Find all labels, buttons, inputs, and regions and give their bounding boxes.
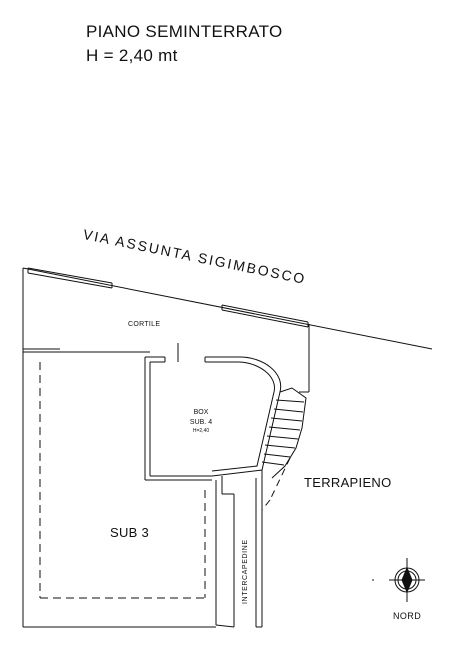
box-title-label: BOX <box>193 409 209 416</box>
stairs <box>261 387 307 479</box>
box-sub-label: SUB. 4 <box>189 419 213 426</box>
courtyard-label: CORTILE <box>128 321 161 328</box>
cavity-label: INTERCAPEDINE <box>242 539 249 604</box>
embankment-label: TERRAPIENO <box>304 475 392 490</box>
compass-north-icon <box>372 558 425 602</box>
north-label: NORD <box>393 611 422 621</box>
cavity-walls <box>215 470 263 628</box>
sub3-dashed-boundary <box>39 362 206 599</box>
sub3-label: SUB 3 <box>110 525 150 540</box>
embankment-dashed-boundary <box>261 457 291 511</box>
street-wall-window-right <box>221 304 309 328</box>
floor-height: H = 2,40 mt <box>86 46 178 65</box>
street-wall-window-left <box>27 267 113 289</box>
page-title: PIANO SEMINTERRATO <box>86 22 283 41</box>
street-boundary-line <box>22 267 433 350</box>
box-height-label: H=2,40 <box>192 428 210 434</box>
